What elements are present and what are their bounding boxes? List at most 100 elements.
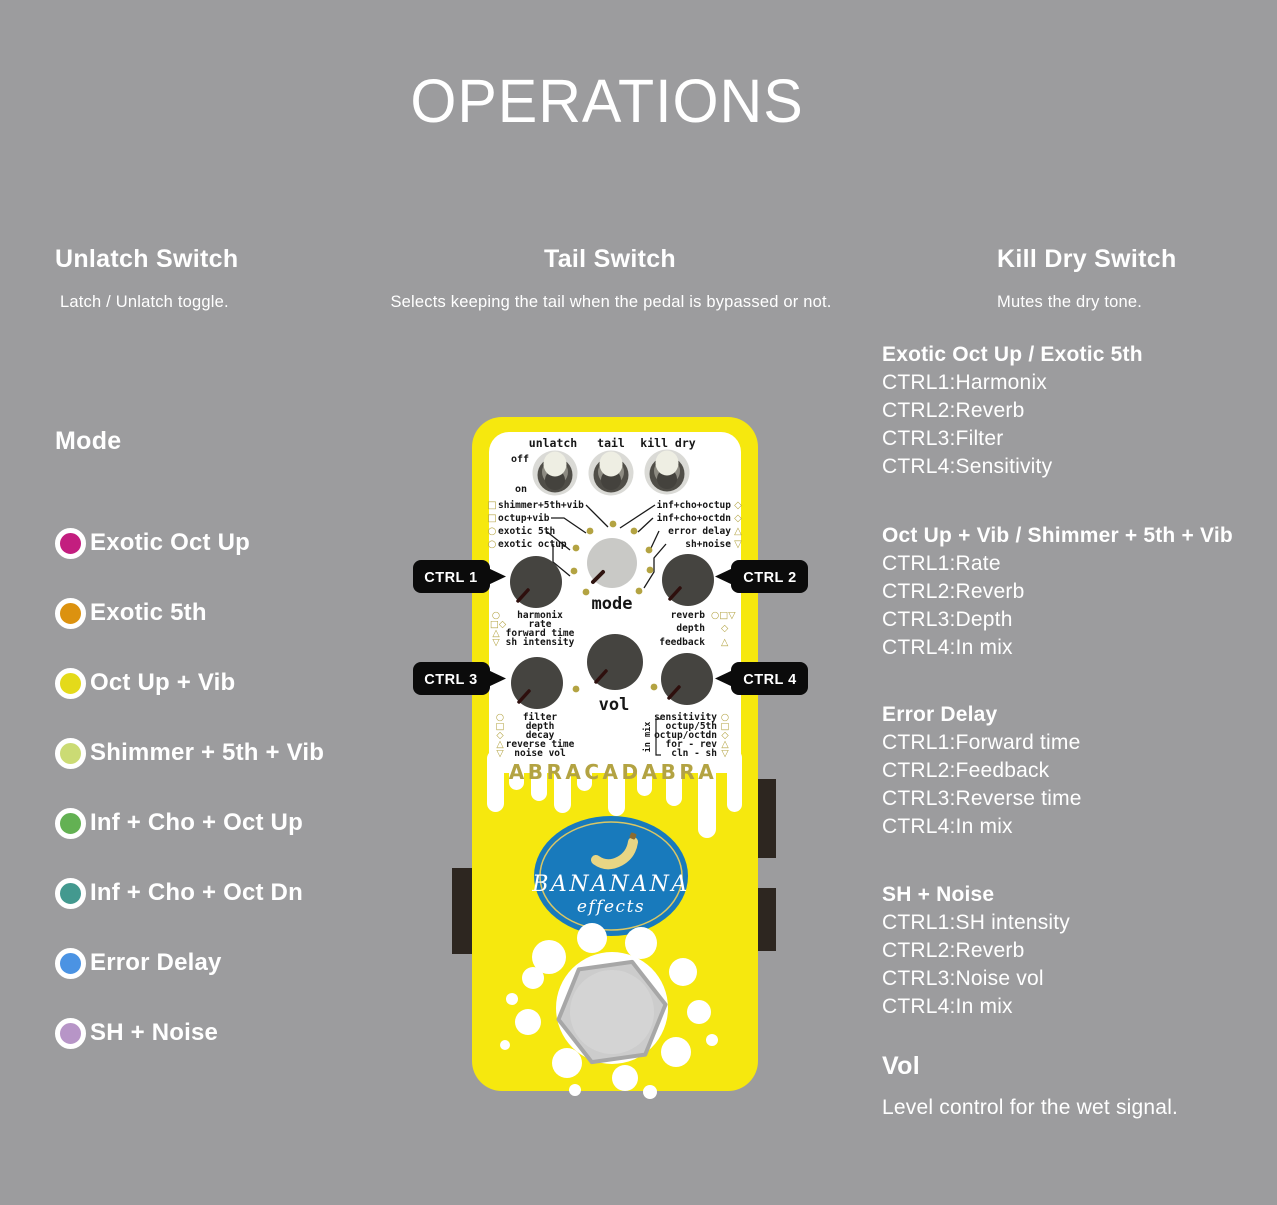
footswitch-top[interactable]: [570, 970, 654, 1054]
toggle-switch-kill-dry[interactable]: [644, 449, 690, 495]
ctrl1-knob[interactable]: [510, 556, 562, 608]
ctrl4-legend-text: sensitivity: [654, 712, 717, 723]
paint-drip: [509, 750, 524, 790]
ctrl-section-error-delay: Error Delay CTRL1:Forward time CTRL2:Fee…: [882, 701, 1272, 841]
paint-drip: [577, 750, 592, 791]
ctrl2-knob[interactable]: [662, 554, 714, 606]
tail-switch-heading: Tail Switch: [543, 245, 677, 273]
mode-item-label: SH + Noise: [90, 1019, 219, 1046]
page-title: OPERATIONS: [410, 67, 804, 135]
logo-brand-text: BANANANA: [531, 872, 689, 897]
ctrl2-legend-text: reverb: [671, 610, 706, 621]
ctrl3-tag-label: CTRL 3: [424, 672, 478, 688]
triangle-down-icon: ▽: [496, 748, 504, 759]
mode-position-dots: [570, 520, 654, 596]
ctrl3-legend-text: decay: [526, 730, 555, 741]
ctrl-line: CTRL2:Reverb: [882, 580, 1025, 603]
circle-square-triangle-icon: ○□▽: [711, 610, 736, 621]
tag-body: [731, 662, 808, 695]
leader-line: [619, 504, 656, 529]
mode-item-label: Error Delay: [90, 949, 222, 976]
kill-dry-switch-heading: Kill Dry Switch: [997, 245, 1177, 273]
triangle-icon: △: [496, 739, 504, 750]
toggle-switch-tail[interactable]: [588, 450, 634, 496]
toggle-switch-unlatch[interactable]: [532, 450, 578, 496]
square-icon: □: [487, 500, 496, 511]
ctrl4-knob[interactable]: [661, 653, 713, 705]
banana-icon: [591, 837, 638, 870]
ctrl4-legend-text: octup/octdn: [654, 730, 717, 741]
square-icon: □: [487, 513, 496, 524]
mode-heading: Mode: [55, 427, 122, 455]
ctrl4-legend-text: cln - sh: [671, 748, 717, 759]
mode-item-label: Inf + Cho + Oct Up: [90, 809, 303, 836]
ctrl-line: CTRL2:Reverb: [882, 939, 1025, 962]
mode-pos-label: error delay: [668, 526, 731, 537]
mode-item-label: Exotic 5th: [90, 599, 207, 626]
ctrl-line: CTRL1:SH intensity: [882, 911, 1070, 934]
mode-color-dot: [55, 527, 86, 559]
mode-color-dot: [55, 947, 86, 979]
ctrl2-legend-text: depth: [676, 623, 705, 634]
square-icon: □: [721, 721, 730, 732]
ctrl1-tag-label: CTRL 1: [424, 570, 478, 586]
leader-line: [643, 543, 667, 589]
knob-pointer: [516, 588, 530, 603]
ctrl-line: CTRL4:In mix: [882, 815, 1013, 838]
ctrl-line: CTRL3:Depth: [882, 608, 1013, 631]
logo-effects-text: effects: [577, 897, 645, 917]
switch-lever[interactable]: [655, 450, 679, 476]
switch-lever[interactable]: [599, 451, 623, 477]
tag-arrow: [488, 568, 506, 585]
ctrl2-legend-text: feedback: [659, 637, 705, 648]
ctrl-line: CTRL2:Reverb: [882, 399, 1025, 422]
vol-knob[interactable]: [587, 634, 643, 690]
ctrl-line: CTRL3:Filter: [882, 427, 1004, 450]
footswitch[interactable]: [556, 959, 668, 1065]
ctrl2-tag: CTRL 2: [715, 560, 808, 593]
mode-list-item: Exotic 5th: [55, 597, 207, 629]
ctrl-section-title: Oct Up + Vib / Shimmer + 5th + Vib: [882, 524, 1233, 547]
mode-list-item: Inf + Cho + Oct Up: [55, 807, 303, 839]
output-jack-right-lower: [757, 888, 776, 951]
triangle-icon: △: [721, 739, 729, 750]
switch-lever[interactable]: [543, 451, 567, 477]
switch-label-unlatch: unlatch: [529, 436, 578, 450]
ctrl-line: CTRL1:Forward time: [882, 731, 1081, 754]
logo-oval-ring: [539, 821, 683, 931]
vol-dot: [572, 685, 580, 693]
ctrl4-tag-label: CTRL 4: [743, 672, 797, 688]
ctrl-section-octup-vib: Oct Up + Vib / Shimmer + 5th + Vib CTRL1…: [882, 522, 1272, 662]
triangle-icon: △: [492, 628, 500, 639]
ctrl2-tag-label: CTRL 2: [743, 570, 797, 586]
ctrl1-legend-text: forward time: [506, 628, 575, 639]
switch-off-label: off: [511, 454, 529, 465]
mode-pos-label: sh+noise: [685, 539, 731, 550]
unlatch-switch-heading: Unlatch Switch: [55, 245, 239, 273]
banana-stem: [629, 832, 637, 840]
mode-pos-label: exotic 5th: [498, 526, 555, 537]
tag-body: [413, 662, 490, 695]
ctrl-section-sh-noise: SH + Noise CTRL1:SH intensity CTRL2:Reve…: [882, 881, 1272, 1021]
ctrl4-legend-text: for - rev: [666, 739, 718, 750]
paint-drip: [531, 750, 547, 801]
leader-line: [551, 517, 587, 534]
ctrl-line: CTRL2:Feedback: [882, 759, 1050, 782]
vol-knob-label: vol: [599, 695, 630, 715]
ctrl-line: CTRL1:Harmonix: [882, 371, 1048, 394]
leader-line: [650, 530, 660, 549]
knob-pointer: [594, 669, 608, 684]
pedal-illustration: unlatch tail kill dry off on □ shimmer+5…: [413, 417, 808, 1099]
mode-knob[interactable]: [587, 538, 637, 588]
ctrl-section-title: Error Delay: [882, 703, 998, 726]
logo-oval: [534, 816, 688, 936]
tag-body: [731, 560, 808, 593]
tag-arrow: [715, 568, 733, 585]
triangle-icon: △: [734, 526, 742, 537]
square-diamond-icon: □◇: [490, 619, 507, 630]
ctrl3-knob[interactable]: [511, 657, 563, 709]
ctrl-line: CTRL4:In mix: [882, 995, 1013, 1018]
circle-icon: ○: [488, 526, 497, 537]
triangle-icon: △: [721, 637, 729, 648]
triangle-down-icon: ▽: [734, 539, 742, 550]
